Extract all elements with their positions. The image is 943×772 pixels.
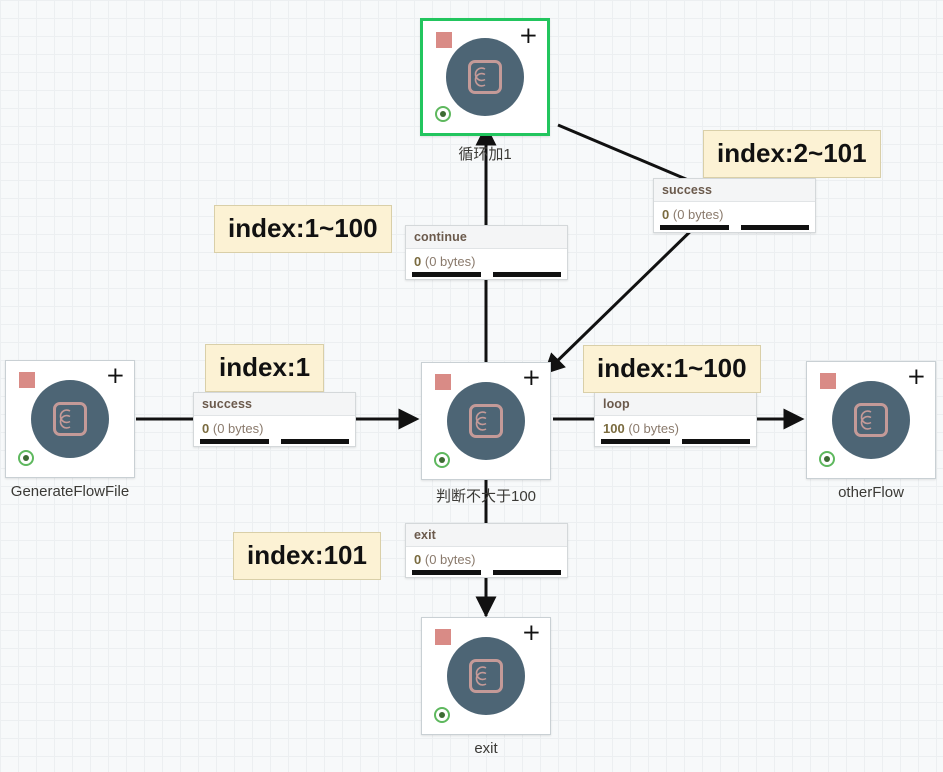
stop-square-icon[interactable] bbox=[820, 373, 836, 389]
processor-circle-icon bbox=[447, 382, 525, 460]
processor-node-loop-increment[interactable]: + bbox=[420, 18, 550, 136]
connection-bar-count bbox=[412, 570, 481, 575]
connection-queue-count: 0 bbox=[414, 254, 422, 269]
bulletin-indicator-icon[interactable] bbox=[434, 452, 450, 468]
connection-bar-count bbox=[200, 439, 269, 444]
processor-glyph-icon bbox=[469, 404, 503, 438]
bulletin-indicator-icon[interactable] bbox=[819, 451, 835, 467]
connection-label-conn-success-generate[interactable]: success 0 (0 bytes) bbox=[193, 392, 356, 447]
connection-progress-bars bbox=[406, 570, 567, 577]
plus-icon[interactable]: + bbox=[518, 23, 538, 49]
connection-queue-size: (0 bytes) bbox=[628, 421, 679, 436]
connection-bar-size bbox=[681, 439, 750, 444]
connection-queue-count: 100 bbox=[603, 421, 625, 436]
connection-queue-size: (0 bytes) bbox=[212, 421, 264, 436]
bulletin-indicator-icon[interactable] bbox=[435, 106, 451, 122]
processor-circle-icon bbox=[832, 381, 910, 459]
connection-bar-count bbox=[412, 272, 481, 277]
connection-queue-stats: 0 (0 bytes) bbox=[406, 249, 567, 272]
bulletin-indicator-icon[interactable] bbox=[18, 450, 34, 466]
processor-node-label-generate-flow-file: GenerateFlowFile bbox=[10, 483, 130, 500]
connection-queue-stats: 100 (0 bytes) bbox=[595, 416, 756, 439]
connection-bar-count bbox=[660, 225, 729, 230]
processor-glyph-icon bbox=[854, 403, 888, 437]
connection-progress-bars bbox=[194, 439, 355, 446]
processor-glyph-icon bbox=[53, 402, 87, 436]
processor-circle-icon bbox=[31, 380, 109, 458]
connection-progress-bars bbox=[595, 439, 756, 446]
connection-bar-size bbox=[280, 439, 349, 444]
connection-progress-bars bbox=[654, 225, 815, 232]
processor-node-exit[interactable]: + bbox=[421, 617, 551, 735]
connection-relationship-name: continue bbox=[406, 226, 567, 249]
connection-label-conn-loop[interactable]: loop 100 (0 bytes) bbox=[594, 392, 757, 447]
plus-icon[interactable]: + bbox=[105, 363, 125, 389]
plus-icon[interactable]: + bbox=[906, 364, 926, 390]
connection-queue-count: 0 bbox=[202, 421, 210, 436]
connection-relationship-name: loop bbox=[595, 393, 756, 416]
annotation-anno-1-100-left: index:1~100 bbox=[214, 205, 392, 253]
connection-progress-bars bbox=[406, 272, 567, 279]
connection-relationship-name: success bbox=[654, 179, 815, 202]
connection-relationship-name: success bbox=[194, 393, 355, 416]
annotation-anno-101: index:101 bbox=[233, 532, 381, 580]
processor-node-label-loop-increment: 循环加1 bbox=[458, 146, 512, 163]
connection-queue-count: 0 bbox=[414, 552, 422, 567]
annotation-anno-2-101: index:2~101 bbox=[703, 130, 881, 178]
connection-relationship-name: exit bbox=[406, 524, 567, 547]
plus-icon[interactable]: + bbox=[521, 365, 541, 391]
connection-queue-stats: 0 (0 bytes) bbox=[194, 416, 355, 439]
plus-icon[interactable]: + bbox=[521, 620, 541, 646]
connection-label-conn-continue[interactable]: continue 0 (0 bytes) bbox=[405, 225, 568, 280]
edge-loop-to-success-down[interactable] bbox=[557, 123, 701, 187]
processor-node-generate-flow-file[interactable]: + bbox=[5, 360, 135, 478]
connection-queue-size: (0 bytes) bbox=[672, 207, 724, 222]
connection-bar-size bbox=[740, 225, 809, 230]
connection-bar-size bbox=[492, 570, 561, 575]
stop-square-icon[interactable] bbox=[435, 629, 451, 645]
connection-queue-stats: 0 (0 bytes) bbox=[406, 547, 567, 570]
processor-node-label-other-flow: otherFlow bbox=[838, 484, 904, 501]
annotation-anno-1: index:1 bbox=[205, 344, 325, 392]
processor-node-other-flow[interactable]: + bbox=[806, 361, 936, 479]
processor-glyph-icon bbox=[468, 60, 502, 94]
connection-label-conn-success-loop[interactable]: success 0 (0 bytes) bbox=[653, 178, 816, 233]
stop-square-icon[interactable] bbox=[435, 374, 451, 390]
connection-queue-stats: 0 (0 bytes) bbox=[654, 202, 815, 225]
processor-node-judge-not-greater-than-100[interactable]: + bbox=[421, 362, 551, 480]
connection-queue-count: 0 bbox=[662, 207, 670, 222]
processor-glyph-icon bbox=[469, 659, 503, 693]
processor-circle-icon bbox=[447, 637, 525, 715]
annotation-anno-1-100-right: index:1~100 bbox=[583, 345, 761, 393]
connection-bar-size bbox=[492, 272, 561, 277]
stop-square-icon[interactable] bbox=[19, 372, 35, 388]
processor-node-label-exit: exit bbox=[474, 740, 498, 757]
connection-queue-size: (0 bytes) bbox=[424, 552, 476, 567]
bulletin-indicator-icon[interactable] bbox=[434, 707, 450, 723]
connection-bar-count bbox=[601, 439, 670, 444]
connection-label-conn-exit[interactable]: exit 0 (0 bytes) bbox=[405, 523, 568, 578]
stop-square-icon[interactable] bbox=[436, 32, 452, 48]
processor-node-label-judge-not-greater-than-100: 判断不大于100 bbox=[435, 488, 537, 505]
processor-circle-icon bbox=[446, 38, 524, 116]
connection-queue-size: (0 bytes) bbox=[424, 254, 476, 269]
